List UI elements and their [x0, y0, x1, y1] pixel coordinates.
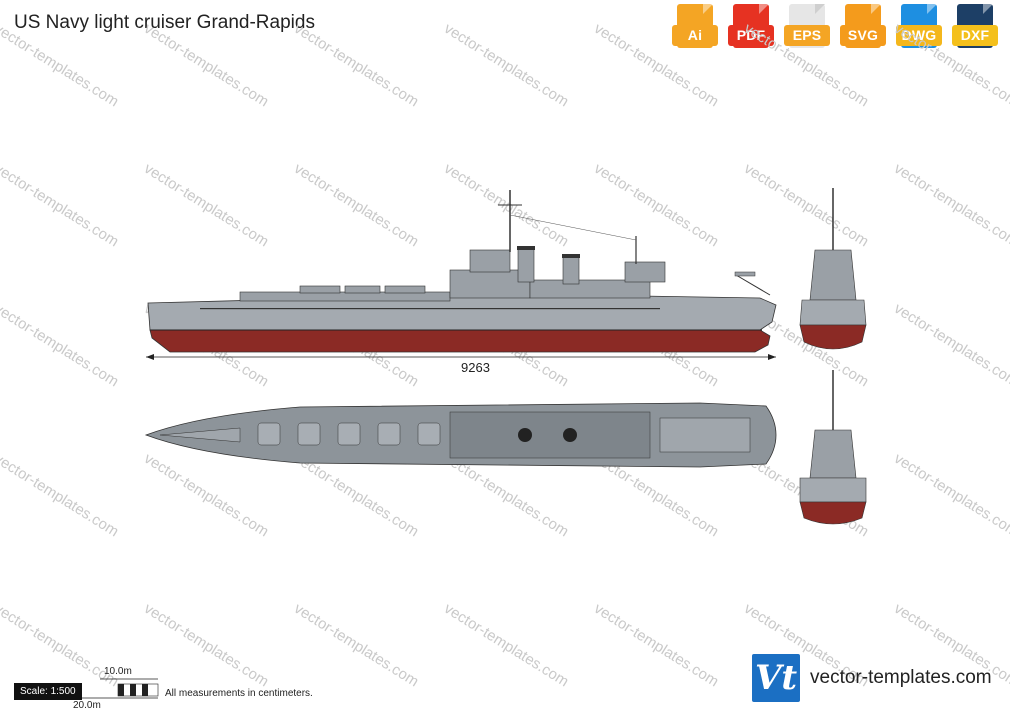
format-ai-button[interactable]: Ai — [670, 4, 720, 52]
format-downloads: Ai PDF EPS SVG DWG DXF — [670, 4, 1000, 52]
measurement-note: All measurements in centimeters. — [165, 688, 313, 699]
page-title: US Navy light cruiser Grand-Rapids — [14, 12, 315, 33]
format-dxf-button[interactable]: DXF — [950, 4, 1000, 52]
brand-name: vector-templates.com — [810, 667, 992, 688]
format-pdf-button[interactable]: PDF — [726, 4, 776, 52]
format-svg-button[interactable]: SVG — [838, 4, 888, 52]
scale-label: Scale: 1:500 — [14, 683, 82, 700]
scale-long-label: 20.0m — [73, 700, 101, 711]
brand[interactable]: Vt vector-templates.com — [752, 654, 992, 702]
format-eps-button[interactable]: EPS — [782, 4, 832, 52]
brand-logo-icon: Vt — [752, 654, 800, 702]
side-view — [146, 190, 777, 360]
front-view — [799, 188, 867, 350]
scale-bar — [70, 678, 159, 699]
scale-short-label: 10.0m — [104, 666, 132, 677]
length-dimension: 9263 — [461, 360, 490, 375]
top-view — [144, 402, 777, 468]
format-dwg-button[interactable]: DWG — [894, 4, 944, 52]
rear-view — [799, 370, 867, 525]
